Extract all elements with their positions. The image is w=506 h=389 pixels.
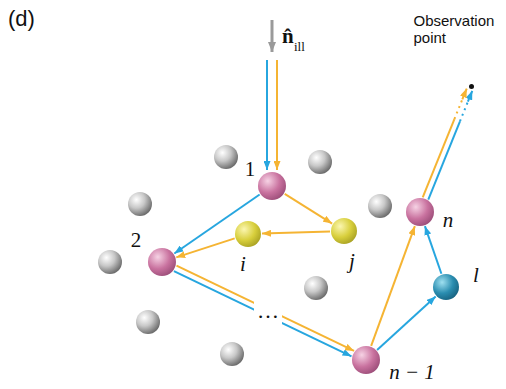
- path-segment: [423, 119, 455, 197]
- scattering-path-arrow: [176, 238, 234, 257]
- path-segment: [468, 91, 472, 102]
- observation-label: Observation point: [414, 12, 506, 47]
- panel-letter: (d): [8, 8, 35, 30]
- particle-label: i: [240, 254, 246, 275]
- path-segment: [454, 99, 462, 119]
- particle-label: n: [443, 210, 454, 231]
- scattering-path-arrow: [262, 231, 330, 233]
- path-segment: [428, 121, 460, 199]
- path-segment: [174, 271, 352, 356]
- scatterer-l: l: [433, 274, 459, 300]
- scatterer-2: 2: [148, 248, 176, 276]
- particle-label: 1: [245, 159, 256, 180]
- path-segment: [262, 231, 330, 233]
- scatterer-i: i: [235, 221, 261, 247]
- scatterer-1: 1: [258, 172, 286, 200]
- scattering-path-arrow: [423, 89, 467, 198]
- background-particles: [98, 145, 392, 366]
- particle-label: 2: [131, 230, 142, 251]
- unit-vector-subscript: ill: [294, 40, 305, 53]
- path-segment: [460, 102, 468, 122]
- scatterer-j: j: [331, 218, 357, 244]
- scatterer-n: n: [406, 198, 434, 226]
- unit-vector-symbol: n̂: [282, 26, 294, 47]
- scattering-path-arrow: [371, 226, 415, 346]
- particle-label: n − 1: [389, 362, 435, 383]
- particle-label: l: [473, 265, 479, 286]
- path-segment: [462, 89, 466, 100]
- scattering-path-arrow: [285, 194, 332, 224]
- particle-label: j: [349, 251, 355, 272]
- scatterer-n-minus-1: n − 1: [352, 346, 380, 374]
- path-segment: [285, 194, 332, 224]
- scattering-path-arrow: [174, 271, 352, 356]
- scattering-path-arrow: [428, 91, 472, 200]
- path-segment: [371, 226, 415, 346]
- scattering-path-arrow: [425, 226, 442, 274]
- ellipsis: …: [254, 300, 282, 326]
- scattering-path-arrow: [177, 266, 355, 351]
- path-segment: [176, 238, 234, 257]
- incident-blue-path: [266, 60, 268, 170]
- illumination-direction-arrow: [271, 20, 274, 52]
- path-segment: [425, 226, 442, 274]
- observation-point: Observation point: [469, 84, 474, 89]
- path-segment: [177, 266, 355, 351]
- incident-yellow-path: [276, 60, 278, 170]
